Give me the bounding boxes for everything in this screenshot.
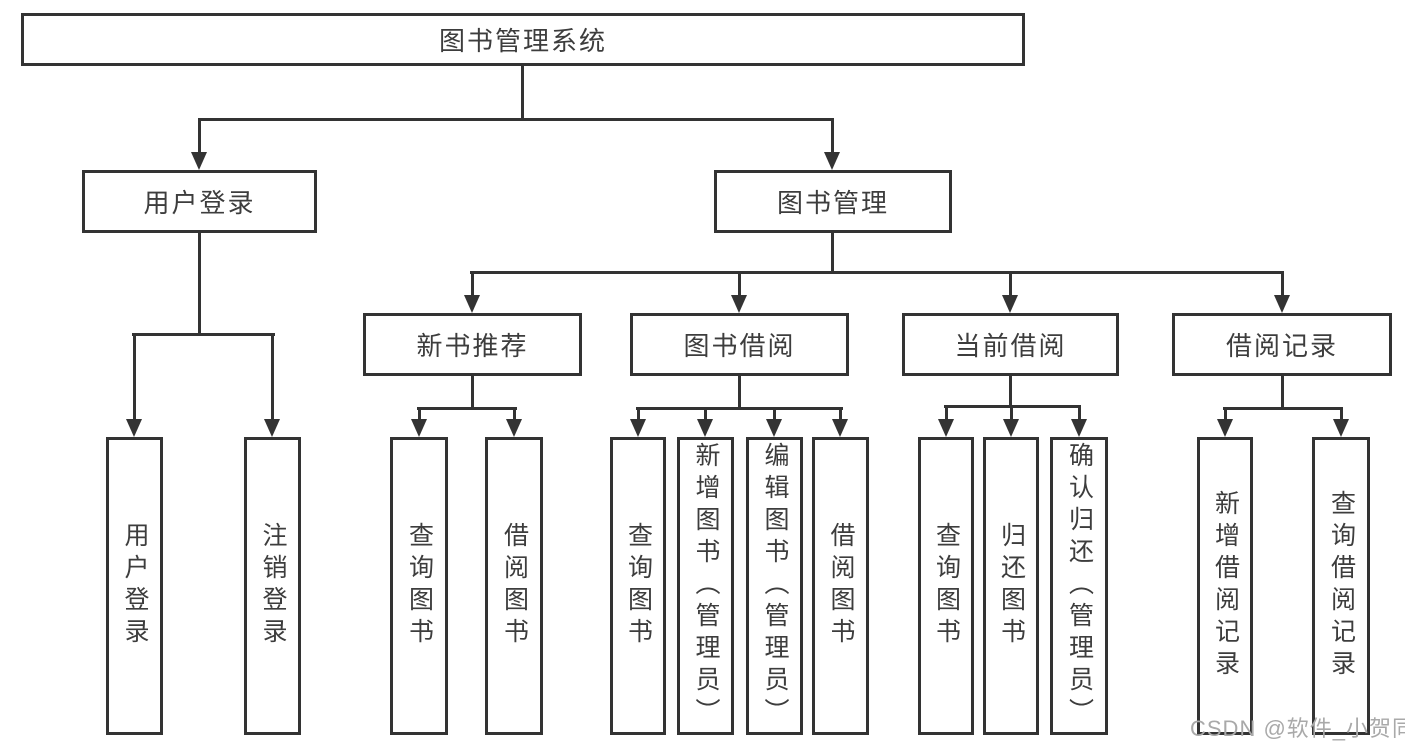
node-user-login: 用户登录 bbox=[82, 170, 317, 233]
connector-bookborrow-stem bbox=[738, 374, 741, 410]
arrowhead-down-icon bbox=[1274, 295, 1290, 313]
node-book-borrowing: 图书借阅 bbox=[630, 313, 849, 376]
leaf-confirm-return-admin: 确认归还（管理员） bbox=[1050, 437, 1108, 735]
connector-to-user-login bbox=[198, 118, 201, 154]
connector-to-leaf bbox=[839, 407, 842, 421]
connector-root-split bbox=[198, 118, 834, 121]
connector-to-book-borrow bbox=[738, 271, 741, 297]
connector-to-leaf bbox=[1340, 407, 1343, 421]
arrowhead-down-icon bbox=[411, 419, 427, 437]
connector-to-leaf bbox=[637, 407, 640, 421]
connector-to-leaf bbox=[1224, 407, 1227, 421]
connector-records-split bbox=[1223, 407, 1343, 410]
leaf-borrow-books-c: 借阅图书 bbox=[812, 437, 869, 735]
leaf-borrow-books-b: 借阅图书 bbox=[485, 437, 543, 735]
connector-to-leaf-login bbox=[133, 333, 136, 421]
node-current-borrowing: 当前借阅 bbox=[902, 313, 1119, 376]
arrowhead-down-icon bbox=[697, 419, 713, 437]
connector-bookmgmt-split bbox=[470, 271, 1283, 274]
connector-to-book-mgmt bbox=[831, 118, 834, 154]
connector-userlogin-split bbox=[132, 333, 275, 336]
connector-records-stem bbox=[1281, 376, 1284, 410]
leaf-logout: 注销登录 bbox=[244, 437, 301, 735]
connector-bookborrow-split bbox=[636, 407, 843, 410]
connector-currentborrow-stem bbox=[1009, 374, 1012, 408]
leaf-return-books: 归还图书 bbox=[983, 437, 1039, 735]
arrowhead-down-icon bbox=[630, 419, 646, 437]
arrowhead-down-icon bbox=[832, 419, 848, 437]
connector-to-leaf bbox=[1010, 405, 1013, 421]
node-borrow-records: 借阅记录 bbox=[1172, 313, 1392, 376]
leaf-edit-books-admin: 编辑图书（管理员） bbox=[746, 437, 803, 735]
connector-root-stem bbox=[521, 64, 524, 118]
connector-to-leaf-logout bbox=[271, 333, 274, 421]
arrowhead-down-icon bbox=[731, 295, 747, 313]
leaf-query-books-d: 查询图书 bbox=[918, 437, 974, 735]
arrowhead-down-icon bbox=[506, 419, 522, 437]
connector-to-leaf bbox=[418, 407, 421, 421]
connector-to-leaf bbox=[773, 407, 776, 421]
leaf-query-books-b: 查询图书 bbox=[390, 437, 448, 735]
arrowhead-down-icon bbox=[1333, 419, 1349, 437]
arrowhead-down-icon bbox=[938, 419, 954, 437]
connector-newbooks-stem bbox=[471, 374, 474, 410]
arrowhead-down-icon bbox=[464, 295, 480, 313]
node-new-book-recommend: 新书推荐 bbox=[363, 313, 582, 376]
arrowhead-down-icon bbox=[766, 419, 782, 437]
arrowhead-down-icon bbox=[1217, 419, 1233, 437]
arrowhead-down-icon bbox=[1002, 295, 1018, 313]
leaf-add-books-admin: 新增图书（管理员） bbox=[677, 437, 734, 735]
connector-userlogin-stem bbox=[198, 230, 201, 333]
connector-bookmgmt-stem bbox=[831, 230, 834, 273]
connector-to-borrow-records bbox=[1281, 271, 1284, 297]
connector-to-current-borrow bbox=[1009, 271, 1012, 297]
leaf-user-login: 用户登录 bbox=[106, 437, 163, 735]
node-book-management: 图书管理 bbox=[714, 170, 952, 233]
arrowhead-down-icon bbox=[191, 152, 207, 170]
connector-to-new-books bbox=[471, 271, 474, 297]
node-root-library-system: 图书管理系统 bbox=[21, 13, 1025, 66]
arrowhead-down-icon bbox=[126, 419, 142, 437]
connector-newbooks-split bbox=[417, 407, 517, 410]
csdn-watermark: CSDN @软件_小贺同学 bbox=[1190, 716, 1405, 741]
leaf-query-books-c: 查询图书 bbox=[610, 437, 666, 735]
leaf-query-borrow-record: 查询借阅记录 bbox=[1312, 437, 1370, 735]
connector-to-leaf bbox=[513, 407, 516, 421]
arrowhead-down-icon bbox=[264, 419, 280, 437]
connector-to-leaf bbox=[704, 407, 707, 421]
arrowhead-down-icon bbox=[1071, 419, 1087, 437]
arrowhead-down-icon bbox=[1003, 419, 1019, 437]
connector-to-leaf bbox=[945, 405, 948, 421]
connector-to-leaf bbox=[1078, 405, 1081, 421]
arrowhead-down-icon bbox=[824, 152, 840, 170]
leaf-add-borrow-record: 新增借阅记录 bbox=[1197, 437, 1253, 735]
